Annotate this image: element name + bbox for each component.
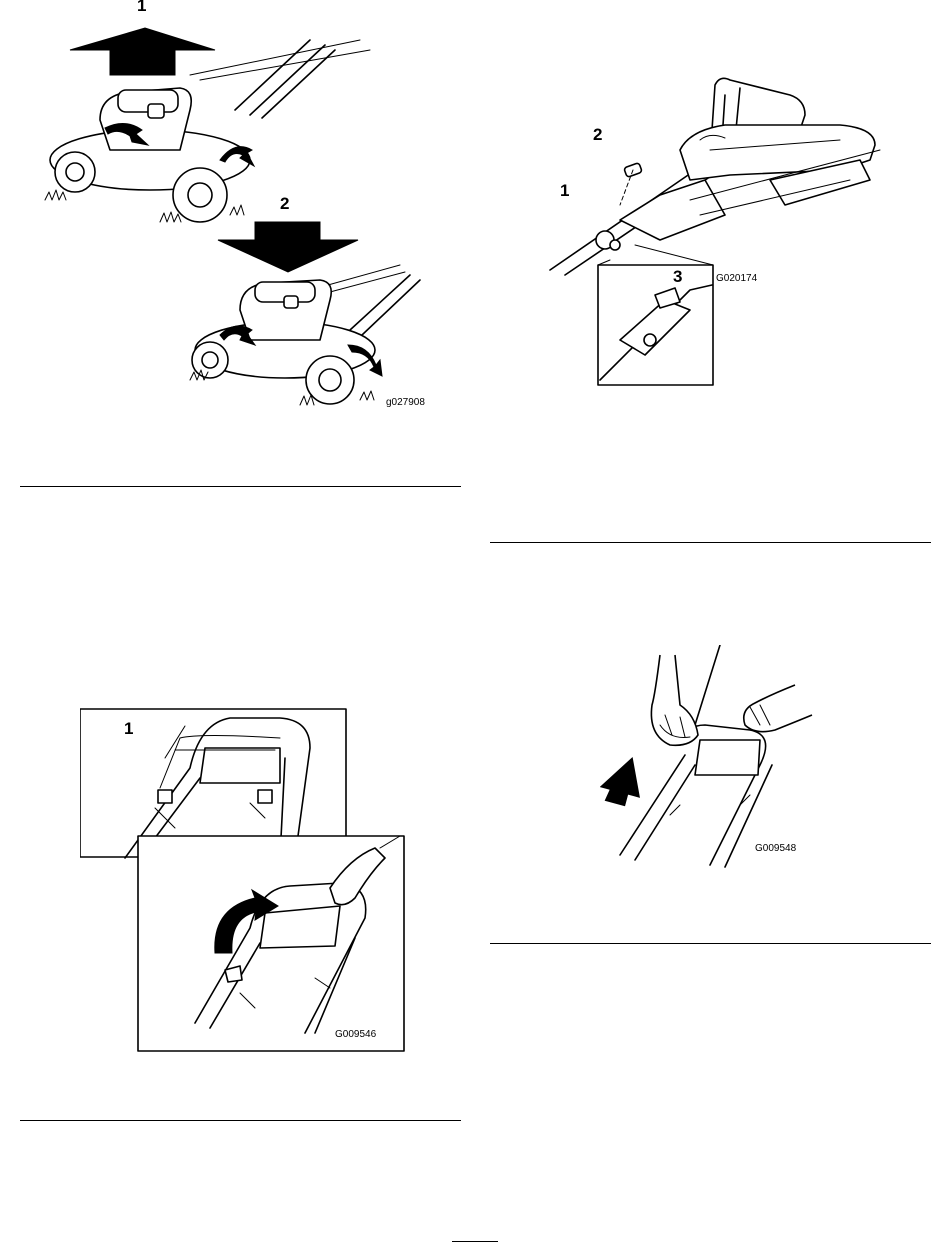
callout-2: 2: [593, 126, 602, 143]
callout-3: 3: [673, 268, 682, 285]
figure-id: G009548: [755, 844, 796, 854]
figure-handle-pin: 2 1 3 G020174: [540, 70, 890, 390]
section-divider: [20, 1120, 461, 1121]
handle-lever-illustration: [80, 708, 405, 1053]
page-number-rule: [452, 1241, 498, 1242]
figure-id: G009546: [335, 1030, 376, 1040]
figure-id: g027908: [386, 398, 425, 408]
mower-illustration-lowered: [190, 265, 420, 405]
figure-mower-height-adjust: 1 2 g027908: [40, 0, 460, 420]
section-divider: [490, 943, 931, 944]
arrow-down-icon: [218, 222, 358, 272]
arrow-up-icon: [600, 752, 649, 809]
callout-1: 1: [137, 0, 146, 14]
callout-1: 1: [124, 720, 133, 737]
section-divider: [20, 486, 461, 487]
section-divider: [490, 542, 931, 543]
mower-height-illustration: [40, 0, 460, 420]
arrow-up-icon: [70, 28, 215, 75]
figure-pull-handle: G009548: [600, 645, 815, 870]
mower-illustration-raised: [45, 40, 370, 222]
handle-pin-illustration: [540, 70, 890, 390]
callout-2: 2: [280, 195, 289, 212]
callout-1: 1: [560, 182, 569, 199]
figure-handle-lever: 1 G009546: [80, 708, 405, 1053]
figure-id: G020174: [716, 274, 757, 284]
curved-arrow-icon: [210, 888, 280, 958]
pull-handle-illustration: [600, 645, 815, 870]
